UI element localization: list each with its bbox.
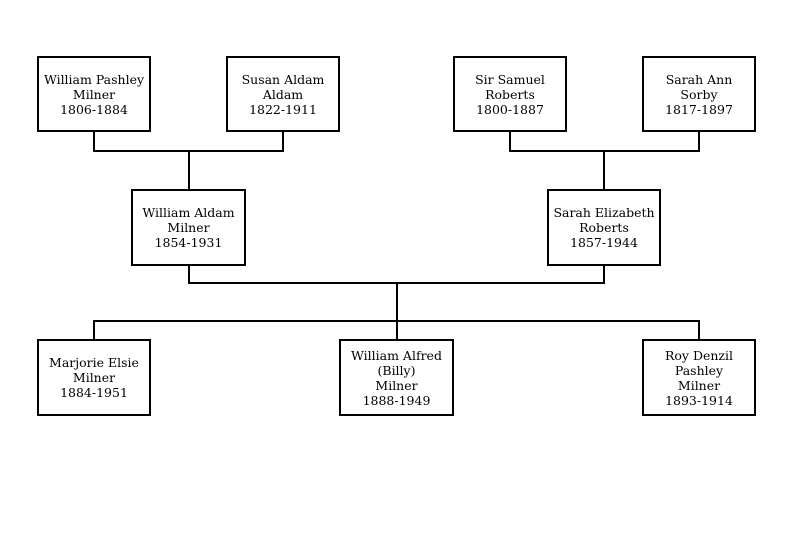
- person-name-line: Roy Denzil: [664, 347, 734, 363]
- person-name-line: Sarah Elizabeth: [553, 205, 655, 220]
- person-lifespan: 1806-1884: [60, 101, 128, 117]
- person-lifespan: 1854-1931: [154, 235, 223, 250]
- person-lifespan: 1893-1914: [665, 392, 733, 408]
- person-box-william-pashley-milner: William Pashley Milner 1806-1884: [37, 56, 151, 132]
- person-lifespan: 1800-1887: [476, 101, 544, 117]
- person-name-line: Marjorie Elsie: [49, 355, 139, 370]
- person-lifespan: 1888-1949: [362, 392, 431, 408]
- person-name-line: Milner: [677, 377, 721, 393]
- person-nickname: (Billy): [377, 362, 416, 378]
- person-name-line: Milner: [72, 370, 116, 385]
- person-name-line: Roberts: [485, 86, 535, 102]
- person-name-line: William Aldam: [142, 205, 235, 220]
- person-name-line: William Alfred: [351, 347, 442, 363]
- person-name-line: Sorby: [680, 86, 718, 102]
- person-box-roy-denzil-pashley-milner: Roy Denzil Pashley Milner 1893-1914: [642, 339, 756, 416]
- person-name-line: Aldam: [262, 86, 304, 102]
- person-name-line: Milner: [375, 377, 418, 393]
- person-box-susan-aldam-aldam: Susan Aldam Aldam 1822-1911: [226, 56, 340, 132]
- person-box-sarah-ann-sorby: Sarah Ann Sorby 1817-1897: [642, 56, 756, 132]
- person-name-line: Sir Samuel: [475, 71, 545, 87]
- person-box-william-alfred-billy-milner: William Alfred (Billy) Milner 1888-1949: [339, 339, 454, 416]
- person-name-line: Milner: [72, 86, 116, 102]
- person-lifespan: 1822-1911: [249, 101, 317, 117]
- person-box-marjorie-elsie-milner: Marjorie Elsie Milner 1884-1951: [37, 339, 151, 416]
- person-name-line: William Pashley: [43, 71, 145, 87]
- person-box-sir-samuel-roberts: Sir Samuel Roberts 1800-1887: [453, 56, 567, 132]
- person-box-william-aldam-milner: William Aldam Milner 1854-1931: [131, 189, 246, 266]
- person-name-line: Susan Aldam: [241, 71, 325, 87]
- person-name-line: Sarah Ann: [665, 71, 733, 87]
- person-name-line: Roberts: [579, 220, 629, 235]
- person-lifespan: 1817-1897: [665, 101, 733, 117]
- person-lifespan: 1857-1944: [570, 235, 638, 250]
- person-lifespan: 1884-1951: [60, 385, 128, 400]
- person-name-line: Pashley: [674, 362, 724, 378]
- person-name-line: Milner: [167, 220, 210, 235]
- person-box-sarah-elizabeth-roberts: Sarah Elizabeth Roberts 1857-1944: [547, 189, 661, 266]
